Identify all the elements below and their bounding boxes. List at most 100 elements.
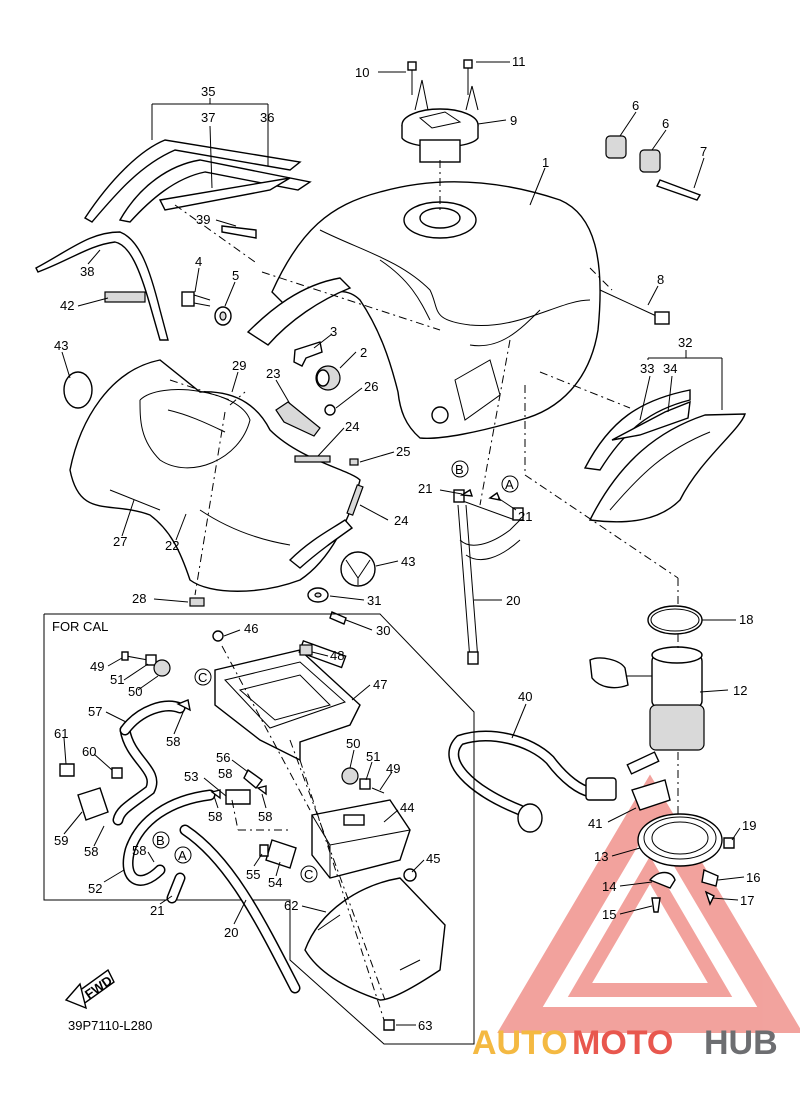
label-29: 29 xyxy=(232,358,246,373)
joint-53 xyxy=(225,789,251,805)
cover-62 xyxy=(304,877,446,1001)
clip-21b xyxy=(488,491,502,501)
o-ring-18 xyxy=(647,605,703,635)
label-59: 59 xyxy=(54,833,68,848)
label-43a: 43 xyxy=(54,338,68,353)
label-22: 22 xyxy=(165,538,179,553)
label-58f: 58 xyxy=(132,843,146,858)
watermark-logo xyxy=(497,774,800,1033)
label-31: 31 xyxy=(367,593,381,608)
label-4: 4 xyxy=(195,254,202,269)
label-20: 20 xyxy=(506,593,520,608)
clamp-41 xyxy=(631,779,671,811)
clamp-59 xyxy=(77,787,109,821)
leader-lines xyxy=(61,61,745,1026)
label-37: 37 xyxy=(201,110,215,125)
label-16: 16 xyxy=(746,870,760,885)
label-9: 9 xyxy=(510,113,517,128)
fuel-pump-12 xyxy=(589,646,705,775)
inset-title: FOR CAL xyxy=(52,619,108,634)
label-35: 35 xyxy=(201,84,215,99)
label-33: 33 xyxy=(640,361,654,376)
label-2: 2 xyxy=(360,345,367,360)
clip-58a xyxy=(176,699,191,712)
clip-58c xyxy=(256,785,267,796)
watermark-auto: AUTO xyxy=(472,1024,568,1062)
label-47: 47 xyxy=(373,677,387,692)
label-51b: 51 xyxy=(366,749,380,764)
label-18: 18 xyxy=(739,612,753,627)
label-34: 34 xyxy=(663,361,677,376)
cap-45 xyxy=(403,868,417,882)
clip-58b xyxy=(210,789,221,800)
hose-57 xyxy=(112,700,186,826)
label-28: 28 xyxy=(132,591,146,606)
nut-28 xyxy=(189,597,205,607)
label-1: 1 xyxy=(542,155,549,170)
label-50b: 50 xyxy=(346,736,360,751)
fuel-hose-40 xyxy=(448,730,617,833)
hose-20-inset xyxy=(179,824,301,994)
label-60: 60 xyxy=(82,744,96,759)
circle-label-a-inset: A xyxy=(178,848,187,863)
label-44: 44 xyxy=(400,800,414,815)
label-21-inset: 21 xyxy=(150,903,164,918)
pad-42 xyxy=(104,291,146,303)
emblem-43-a xyxy=(63,371,93,409)
label-56: 56 xyxy=(216,750,230,765)
label-58e: 58 xyxy=(84,844,98,859)
screw-30 xyxy=(329,611,347,625)
label-21a: 21 xyxy=(418,481,432,496)
label-61: 61 xyxy=(54,726,68,741)
label-40: 40 xyxy=(518,689,532,704)
joint-56 xyxy=(243,768,263,790)
clip-16 xyxy=(701,869,719,887)
bolt-19 xyxy=(723,837,735,849)
label-24b: 24 xyxy=(394,513,408,528)
label-11: 11 xyxy=(512,54,526,69)
label-52: 52 xyxy=(88,881,102,896)
label-58c: 58 xyxy=(208,809,222,824)
canister-44 xyxy=(311,799,411,879)
mount-hardware-bottom xyxy=(341,767,385,794)
label-41: 41 xyxy=(588,816,602,831)
nut-61 xyxy=(59,763,75,777)
label-58d: 58 xyxy=(258,809,272,824)
clip-25 xyxy=(349,458,359,466)
decals-35 xyxy=(84,139,312,223)
label-58a: 58 xyxy=(166,734,180,749)
screw-55 xyxy=(259,844,269,857)
washer-26 xyxy=(324,404,336,416)
label-13: 13 xyxy=(594,849,608,864)
label-53: 53 xyxy=(184,769,198,784)
label-26: 26 xyxy=(364,379,378,394)
hose-52 xyxy=(122,789,216,886)
trim-38 xyxy=(35,231,169,341)
screw-17 xyxy=(704,890,715,906)
label-32: 32 xyxy=(678,335,692,350)
fwd-arrow-icon xyxy=(64,968,115,1010)
label-63: 63 xyxy=(418,1018,432,1033)
screw-63 xyxy=(383,1019,395,1031)
fuel-cap xyxy=(401,108,479,163)
tag-48 xyxy=(299,644,313,656)
clamp-14 xyxy=(648,871,676,889)
clip-21a xyxy=(459,488,474,497)
label-39: 39 xyxy=(196,212,210,227)
label-46: 46 xyxy=(244,621,258,636)
bolts-10-11 xyxy=(407,59,479,210)
label-19: 19 xyxy=(742,818,756,833)
label-45: 45 xyxy=(426,851,440,866)
diagram-code: 39P7110-L280 xyxy=(68,1018,152,1033)
decals-32 xyxy=(583,389,746,523)
label-50a: 50 xyxy=(128,684,142,699)
pad-24a xyxy=(294,455,331,463)
label-58b: 58 xyxy=(218,766,232,781)
label-27: 27 xyxy=(113,534,127,549)
emblem-43-b xyxy=(340,551,376,587)
screw-60 xyxy=(111,767,123,779)
label-12: 12 xyxy=(733,683,747,698)
grommet-2 xyxy=(315,365,341,391)
part-number-labels: 1 2 3 4 5 6 6 7 8 9 10 11 12 13 14 15 16… xyxy=(54,54,760,1033)
fuel-tank xyxy=(271,181,601,440)
